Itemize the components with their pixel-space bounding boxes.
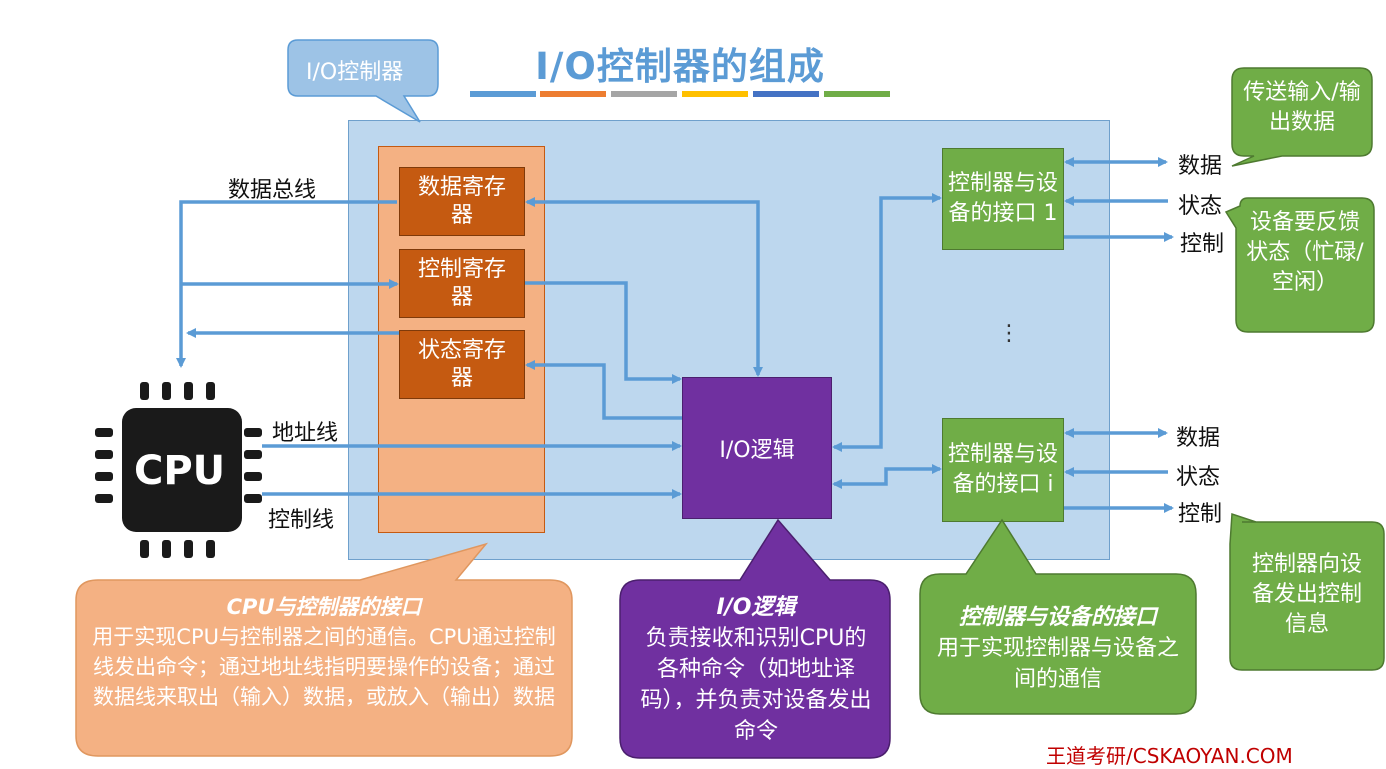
device-interface-body: 用于实现控制器与设备之间的通信: [936, 636, 1179, 692]
signal-control-bottom-label: 控制: [1178, 502, 1223, 527]
transfer-data-note: 传送输入/输出数据: [1243, 80, 1361, 135]
title-bar-2: [540, 91, 606, 97]
device-interface-callout: 控制器与设备的接口 用于实现控制器与设备之间的通信: [932, 602, 1184, 695]
device-interface-i-label: 控制器与设备的接口 i: [948, 442, 1059, 497]
ellipsis-dots: ⋮: [998, 321, 1020, 346]
footer-brand: 王道考研/CSKAOYAN.COM: [1046, 744, 1293, 768]
controller-callout-label: I/O控制器: [306, 60, 404, 85]
title-bar-6: [824, 91, 890, 97]
data-bus-label: 数据总线: [228, 178, 317, 203]
cpu-interface-heading: CPU与控制器的接口: [226, 595, 422, 619]
signal-status-bottom-label: 状态: [1176, 465, 1221, 490]
cpu-label: CPU: [134, 448, 226, 494]
data-register-label: 数据寄存器: [417, 174, 506, 228]
title-bar-3: [611, 91, 677, 97]
io-logic-label: I/O逻辑: [719, 438, 795, 463]
device-interface-1-label: 控制器与设备的接口 1: [948, 171, 1059, 226]
device-interface-1: 控制器与设备的接口 1: [942, 148, 1064, 250]
signal-control-top-label: 控制: [1180, 232, 1225, 257]
io-logic-body: 负责接收和识别CPU的各种命令（如地址译码），并负责对设备发出命令: [640, 626, 872, 744]
status-register: 状态寄存器: [399, 330, 525, 399]
io-logic-callout: I/O逻辑 负责接收和识别CPU的各种命令（如地址译码），并负责对设备发出命令: [636, 592, 876, 747]
status-register-label: 状态寄存器: [417, 337, 506, 391]
title-bar-1: [470, 91, 536, 97]
control-register-label: 控制寄存器: [417, 256, 506, 310]
title-bar-5: [753, 91, 819, 97]
device-interface-heading: 控制器与设备的接口: [958, 605, 1157, 630]
signal-data-top-label: 数据: [1178, 154, 1223, 179]
device-status-note: 设备要反馈状态（忙碌/空闲）: [1246, 210, 1364, 295]
signal-status-top-label: 状态: [1178, 194, 1223, 219]
page-title: I/O控制器的组成: [535, 45, 825, 88]
title-bar-4: [682, 91, 748, 97]
signal-data-bottom-label: 数据: [1176, 426, 1221, 451]
io-logic-block: I/O逻辑: [682, 377, 832, 519]
data-register: 数据寄存器: [399, 167, 525, 236]
io-logic-heading: I/O逻辑: [716, 595, 796, 620]
cpu-interface-body: 用于实现CPU与控制器之间的通信。CPU通过控制线发出命令；通过地址线指明要操作…: [92, 625, 556, 709]
control-register: 控制寄存器: [399, 249, 525, 318]
address-bus-label: 地址线: [272, 421, 339, 446]
control-info-note: 控制器向设备发出控制信息: [1252, 552, 1363, 637]
cpu-interface-callout: CPU与控制器的接口 用于实现CPU与控制器之间的通信。CPU通过控制线发出命令…: [90, 592, 558, 712]
device-interface-i: 控制器与设备的接口 i: [942, 418, 1064, 522]
control-bus-label: 控制线: [268, 508, 335, 533]
